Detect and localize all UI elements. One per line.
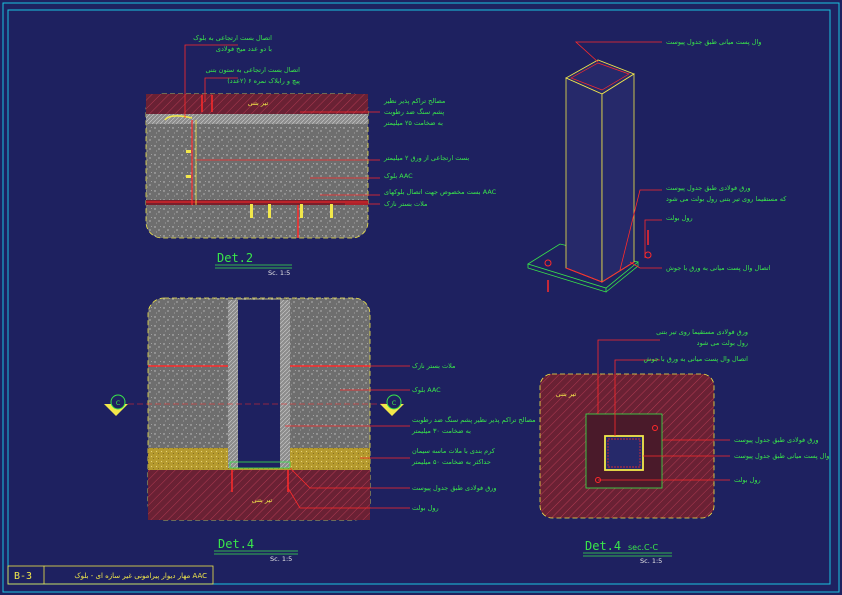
svg-text:پشم سنگ ضد رطوبت: پشم سنگ ضد رطوبت — [384, 108, 444, 116]
svg-text:ملات بستر نازک: ملات بستر نازک — [412, 362, 456, 370]
svg-text:حداکثر به ضخامت ۵۰ میلیمتر: حداکثر به ضخامت ۵۰ میلیمتر — [411, 458, 491, 466]
inner-frame — [7, 9, 831, 585]
svg-text:اتصال وال پست میانی به ورق با: اتصال وال پست میانی به ورق با جوش — [644, 355, 749, 363]
svg-text:رول بولت: رول بولت — [734, 476, 761, 484]
det2-title: Det.2 — [217, 251, 253, 265]
svg-text:به ضخامت ۲۵ میلیمتر: به ضخامت ۲۵ میلیمتر — [383, 119, 443, 127]
det2-labels: اتصال بست ارتجاعی به بلوک با دو عدد میخ … — [193, 34, 497, 208]
svg-text:کرم بندی با ملات ماسه سیمان: کرم بندی با ملات ماسه سیمان — [412, 447, 496, 455]
det4-section-mark-right: C — [392, 399, 397, 407]
svg-text:مصالح تراکم پذیر نظیر پشم سنگ: مصالح تراکم پذیر نظیر پشم سنگ ضد رطوبت — [412, 416, 536, 424]
svg-text:وال پست میانی طبق جدول پیوست: وال پست میانی طبق جدول پیوست — [666, 38, 761, 46]
det4-beam-label: تیر بتنی — [252, 496, 273, 504]
iso-drawing — [527, 41, 662, 293]
svg-text:به ضخامت ۳۰ میلیمتر: به ضخامت ۳۰ میلیمتر — [411, 427, 471, 435]
secc-title: Det.4 — [585, 539, 621, 553]
det2-scale: Sc. 1:5 — [268, 269, 290, 277]
det2-drawing — [145, 44, 380, 239]
svg-text:بست ارتجاعی از ورق ۲ میلیمتر: بست ارتجاعی از ورق ۲ میلیمتر — [383, 154, 469, 162]
sheet-code: B-3 — [14, 571, 32, 582]
svg-text:پیچ و رابلاک نمره ۶ (۲عدد): پیچ و رابلاک نمره ۶ (۲عدد) — [227, 77, 300, 85]
svg-text:بست مخصوص جهت اتصال بلوکهای AA: بست مخصوص جهت اتصال بلوکهای AAC — [384, 188, 497, 196]
svg-text:ورق فولادی طبق جدول پیوست: ورق فولادی طبق جدول پیوست — [412, 484, 497, 492]
svg-text:ملات بستر نازک: ملات بستر نازک — [384, 200, 428, 208]
title-block: B-3 مهار دیوار پیرامونی غیر سازه ای - بل… — [7, 565, 214, 585]
svg-text:بلوک AAC: بلوک AAC — [412, 386, 441, 394]
svg-text:رول بولت می شود: رول بولت می شود — [697, 339, 748, 347]
det2-beam-label: تیر بتنی — [248, 99, 269, 107]
det4-section-mark-left: C — [116, 399, 121, 407]
det4-title: Det.4 — [218, 537, 254, 551]
secc-labels: ورق فولادی مستقیما روی تیر بتنی رول بولت… — [644, 328, 830, 484]
secc-drawing — [539, 339, 730, 519]
svg-text:ورق فولادی طبق جدول پیوست: ورق فولادی طبق جدول پیوست — [666, 184, 751, 192]
det4-scale: Sc. 1:5 — [270, 555, 292, 563]
svg-text:وال پست میانی طبق جدول پیوست: وال پست میانی طبق جدول پیوست — [734, 452, 829, 460]
svg-text:مصالح تراکم پذیر نظیر: مصالح تراکم پذیر نظیر — [383, 97, 445, 105]
svg-text:ورق فولادی مستقیما روی تیر بتن: ورق فولادی مستقیما روی تیر بتنی — [656, 328, 748, 336]
sheet-title: مهار دیوار پیرامونی غیر سازه ای - بلوک A… — [74, 572, 207, 580]
svg-text:رول بولت: رول بولت — [412, 504, 439, 512]
secc-scale: Sc. 1:5 — [640, 557, 662, 565]
svg-text:رول بولت: رول بولت — [666, 214, 693, 222]
svg-text:که مستقیما روی تیر بتنی رول بو: که مستقیما روی تیر بتنی رول بولت می شود — [666, 195, 787, 203]
secc-subtitle: sec.C-C — [628, 543, 659, 552]
det4-labels: ملات بستر نازک بلوک AAC مصالح تراکم پذیر… — [411, 362, 536, 512]
det4-drawing — [104, 297, 410, 521]
svg-text:اتصال بست ارتجاعی به ستون بتنی: اتصال بست ارتجاعی به ستون بتنی — [206, 66, 301, 74]
svg-text:بلوک AAC: بلوک AAC — [384, 172, 413, 180]
svg-text:اتصال بست ارتجاعی به بلوک: اتصال بست ارتجاعی به بلوک — [193, 34, 272, 42]
iso-labels: وال پست میانی طبق جدول پیوست ورق فولادی … — [666, 38, 787, 272]
svg-text:اتصال وال پست میانی به ورق با: اتصال وال پست میانی به ورق با جوش — [666, 264, 771, 272]
secc-beam-label: تیر بتنی — [556, 390, 577, 398]
svg-text:ورق فولادی طبق جدول پیوست: ورق فولادی طبق جدول پیوست — [734, 436, 819, 444]
svg-text:با دو عدد میخ فولادی: با دو عدد میخ فولادی — [216, 45, 272, 53]
